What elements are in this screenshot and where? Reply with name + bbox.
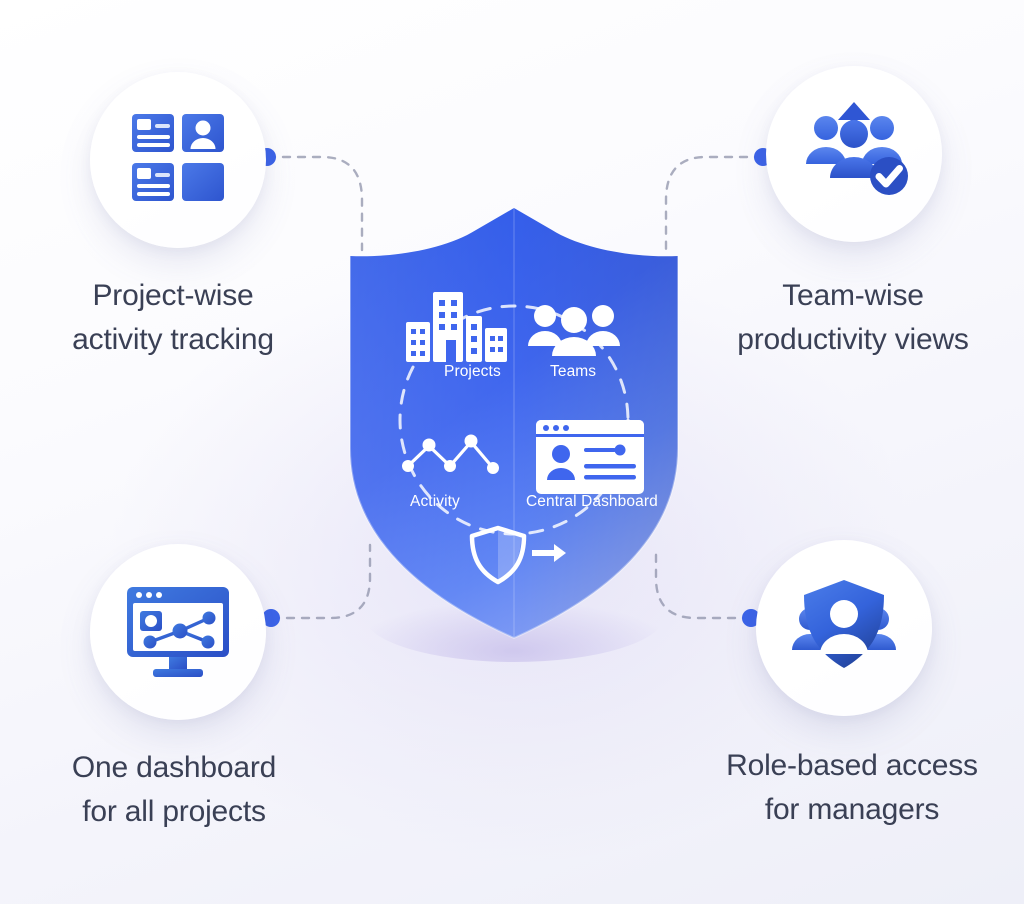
shield-edge-highlight	[349, 256, 679, 640]
shield-node-central-dashboard[interactable]: Central Dashboard	[526, 420, 658, 510]
dashboard-window-icon	[536, 420, 644, 494]
feature-caption-role-based-access-for-managers: Role-based access for managers	[726, 749, 978, 827]
shield-node-activity[interactable]: Activity	[402, 434, 499, 511]
window-dots-icon	[136, 592, 162, 598]
cards-grid-icon	[132, 114, 224, 201]
feature-icon-role-based-access-for-managers[interactable]	[756, 540, 932, 716]
shield-node-label-central-dashboard: Central Dashboard	[526, 493, 658, 510]
connector-top-left	[266, 155, 364, 252]
shield-node-projects[interactable]: Projects	[406, 292, 507, 380]
person-left-icon	[806, 116, 846, 164]
feature-caption-team-wise-productivity-views: Team-wise productivity views	[737, 279, 969, 357]
feature-icon-one-dashboard-for-all-projects[interactable]	[90, 544, 266, 720]
connector-top-right	[664, 155, 764, 254]
shield-node-label-projects: Projects	[444, 363, 501, 380]
shield-node-teams[interactable]: Teams	[528, 305, 620, 380]
feature-icon-team-wise-productivity-views[interactable]	[766, 66, 942, 242]
network-nodes	[143, 611, 216, 649]
person-center-icon	[820, 600, 868, 654]
shield-facet-left	[350, 208, 514, 638]
connector-dot-bottom-right	[742, 609, 760, 627]
central-shield[interactable]: Projects Teams	[338, 198, 690, 662]
shield-people-icon	[792, 580, 896, 668]
connector-dot-bottom-left	[262, 609, 280, 627]
person-right-icon	[862, 116, 902, 164]
shield-node-label-activity: Activity	[410, 493, 460, 510]
feature-caption-project-wise-activity-tracking: Project-wise activity tracking	[72, 279, 274, 357]
shield-node-label-teams: Teams	[550, 363, 596, 380]
team-growth-check-icon	[806, 102, 908, 195]
building-windows	[411, 300, 503, 356]
feature-icon-project-wise-activity-tracking[interactable]	[90, 72, 266, 248]
feature-caption-one-dashboard-for-all-projects: One dashboard for all projects	[71, 751, 277, 829]
shield-arrow-icon	[469, 525, 566, 585]
zigzag-chart-icon	[402, 434, 499, 474]
connector-bottom-left	[270, 543, 372, 620]
people-group-icon	[528, 305, 620, 356]
person-center-icon	[830, 120, 878, 178]
monitor-network-icon	[127, 587, 229, 677]
check-badge-icon	[870, 157, 908, 195]
